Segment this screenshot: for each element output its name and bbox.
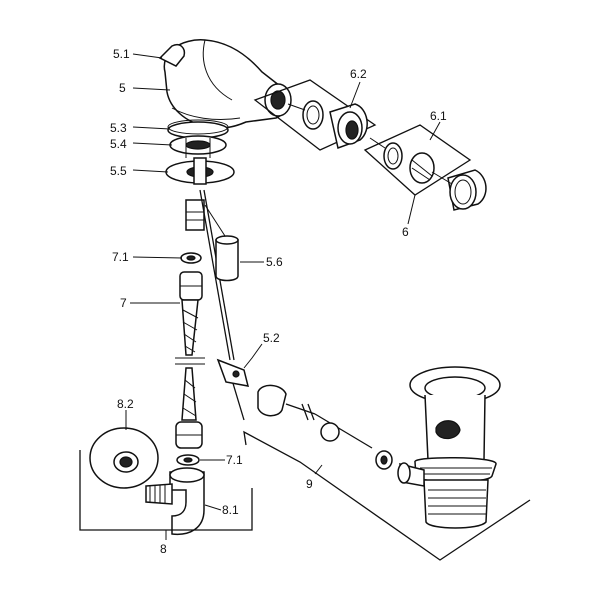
- bracket-9: [243, 430, 531, 561]
- ring-5-4: [169, 135, 227, 158]
- stem-and-rod: [185, 189, 245, 421]
- label-7-1-top: 7.1: [112, 250, 129, 264]
- label-6: 6: [402, 225, 409, 239]
- label-7-1-bottom: 7.1: [226, 453, 243, 467]
- label-9: 9: [306, 477, 313, 491]
- label-5-4: 5.4: [110, 137, 127, 151]
- label-8-1: 8.1: [222, 503, 239, 517]
- label-5-6: 5.6: [266, 255, 283, 269]
- sleeve-5-6: [204, 204, 239, 282]
- label-8-2: 8.2: [117, 397, 134, 411]
- washer-bottom: [176, 454, 200, 466]
- axis-line-1: [287, 103, 306, 111]
- axis-line-3: [431, 171, 453, 185]
- label-8: 8: [160, 542, 167, 556]
- label-6-2: 6.2: [350, 67, 367, 81]
- label-7: 7: [120, 296, 127, 310]
- rod-clamp: [216, 358, 250, 387]
- label-6-1: 6.1: [430, 109, 447, 123]
- axis-line-2: [369, 137, 386, 149]
- label-5-1: 5.1: [113, 47, 130, 61]
- cap-nut-6: [447, 169, 487, 211]
- ring-5-5: [165, 157, 235, 185]
- label-5-5: 5.5: [110, 164, 127, 178]
- drain-body: [397, 366, 501, 529]
- cartridge-set-6-2: [253, 79, 377, 151]
- lever-knob: [158, 44, 186, 67]
- angle-valve: [145, 467, 205, 536]
- leader-lines: [125, 53, 441, 540]
- label-5-3: 5.3: [110, 121, 127, 135]
- cartridge-set-6-1: [363, 124, 472, 196]
- pivot-rod-assembly: [257, 384, 393, 470]
- braided-hose: [175, 271, 205, 449]
- label-5: 5: [119, 81, 126, 95]
- label-5-2: 5.2: [263, 331, 280, 345]
- washer-top: [180, 252, 202, 264]
- escutcheon-plate: [89, 427, 159, 489]
